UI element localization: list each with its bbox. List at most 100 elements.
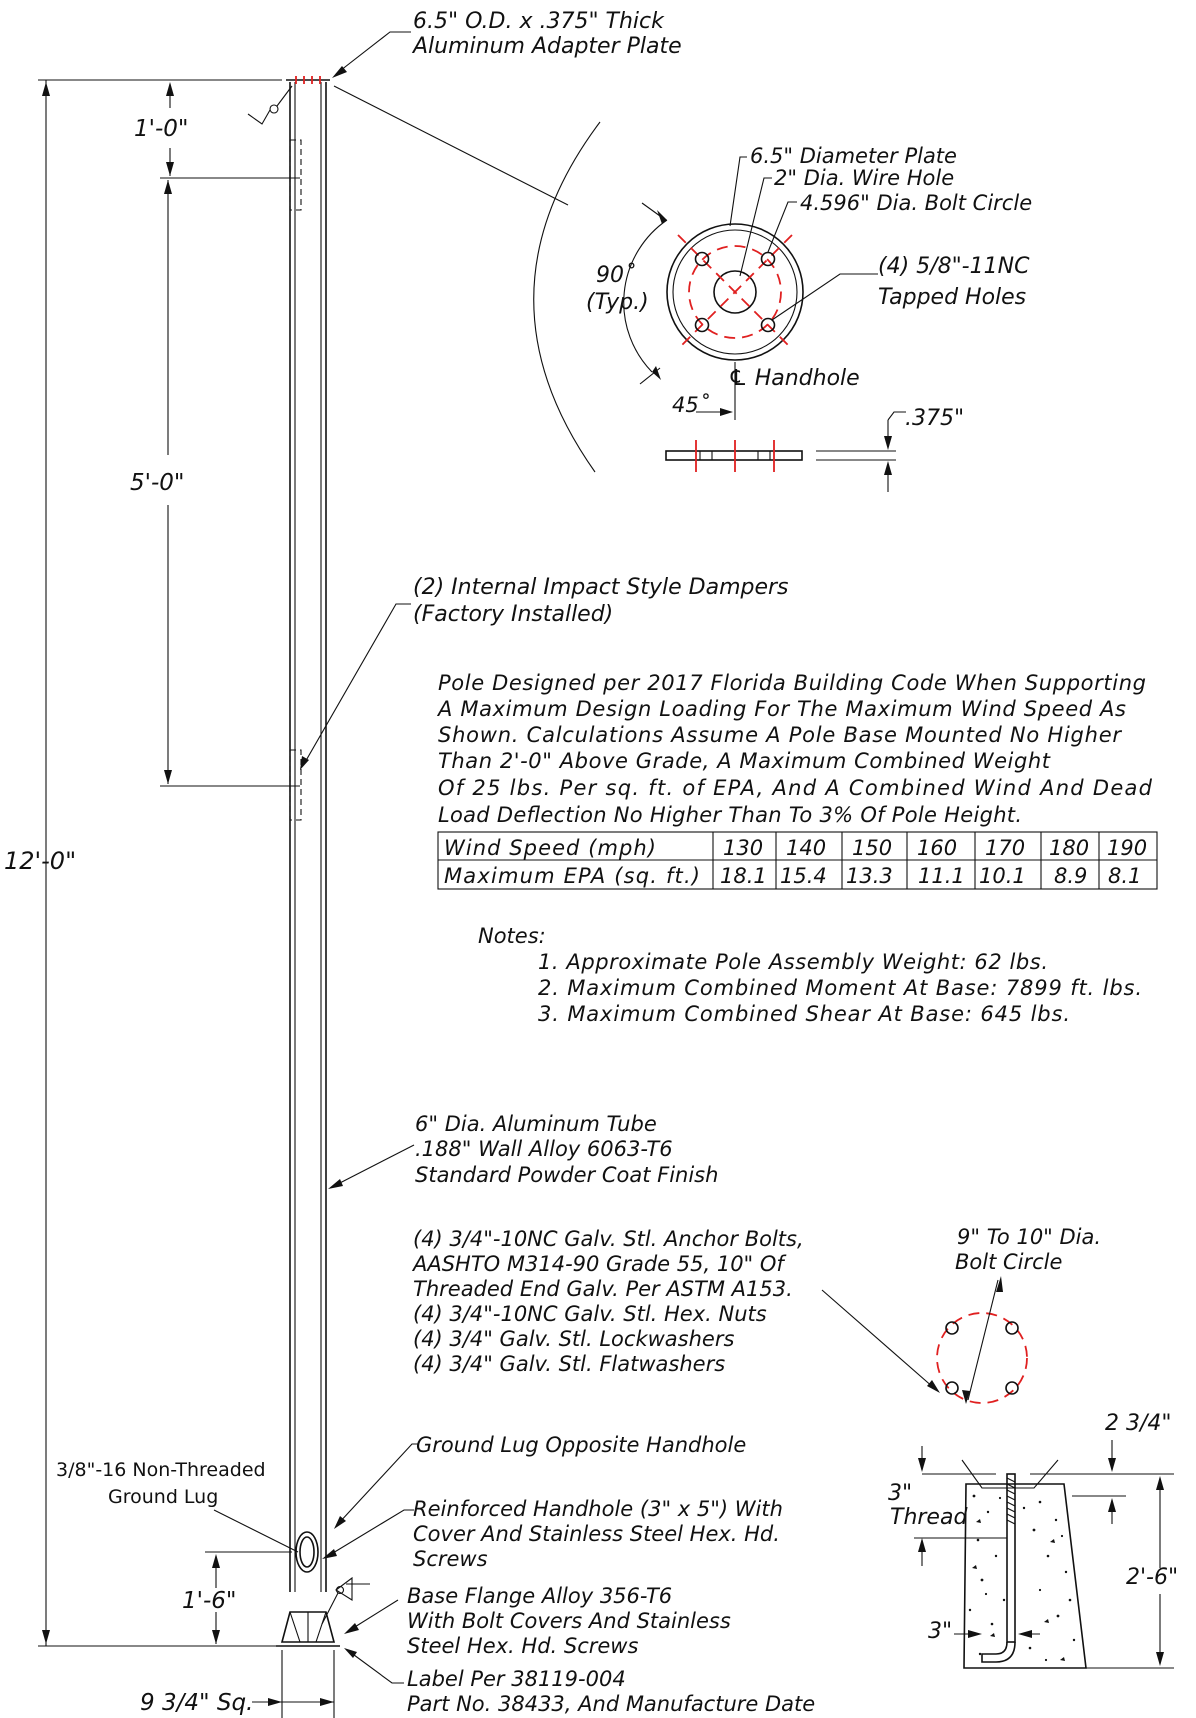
tube-label-line3: Standard Powder Coat Finish	[415, 1163, 718, 1187]
anchor-bolts-line4: (4) 3/4"-10NC Galv. Stl. Hex. Nuts	[413, 1302, 767, 1326]
adapter-plate-top	[286, 76, 330, 84]
dimension-handhole-height: 1'-6"	[182, 1551, 292, 1644]
adapter-plate-label-line2: Aluminum Adapter Plate	[411, 34, 682, 59]
handhole-callout: Reinforced Handhole (3" x 5") With Cover…	[322, 1497, 783, 1571]
design-line-1: Pole Designed per 2017 Florida Building …	[438, 671, 1146, 695]
anchor-bolts-line6: (4) 3/4" Galv. Stl. Flatwashers	[413, 1352, 725, 1376]
table-cell: 15.4	[780, 864, 827, 888]
label-per-line1: Label Per 38119-004	[407, 1667, 626, 1691]
base-flange-callout: Base Flange Alloy 356-T6 With Bolt Cover…	[344, 1584, 731, 1658]
plate-detail: 6.5" Diameter Plate 2" Dia. Wire Hole 4.…	[533, 121, 1032, 473]
tapped-holes-label-line1: (4) 5/8"-11NC	[878, 254, 1030, 279]
angle-45-label: 45˚	[672, 393, 710, 417]
bolt-circle-label: 4.596" Dia. Bolt Circle	[800, 191, 1032, 215]
ground-lug-label-line2: Ground Lug	[108, 1486, 218, 1508]
anchor-bolt	[981, 1473, 1016, 1663]
bolt-circle-detail: 9" To 10" Dia. Bolt Circle	[936, 1225, 1101, 1404]
notes-title: Notes:	[478, 924, 546, 948]
table-row: Maximum EPA (sq. ft.) 18.1 15.4 13.3 11.…	[444, 864, 1141, 888]
table-cell: 140	[786, 836, 826, 860]
weld-symbol-base	[321, 1576, 370, 1625]
tapped-holes-label-line2: Tapped Holes	[878, 285, 1026, 310]
top-offset-label: 1'-0"	[134, 116, 188, 142]
base-square-label: 9 3/4" Sq.	[140, 1690, 253, 1716]
label-per-line2: Part No. 38433, And Manufacture Date	[407, 1692, 815, 1716]
centerline-handhole-label: ℄ Handhole	[728, 366, 860, 391]
note-item: 3. Maximum Combined Shear At Base: 645 l…	[538, 1002, 1070, 1026]
note-item: 2. Maximum Combined Moment At Base: 7899…	[538, 976, 1142, 1000]
ground-lug-callout: 3/8"-16 Non-Threaded Ground Lug	[56, 1459, 299, 1553]
table-cell: 8.1	[1108, 864, 1141, 888]
ground-lug-opposite-label: Ground Lug Opposite Handhole	[416, 1433, 746, 1457]
table-cell: 180	[1049, 836, 1089, 860]
table-cell: 18.1	[720, 864, 767, 888]
handhole-label-line2: Cover And Stainless Steel Hex. Hd.	[413, 1522, 780, 1546]
depth-label: 2'-6"	[1126, 1565, 1178, 1590]
design-line-4: Than 2'-0" Above Grade, A Maximum Combin…	[438, 749, 1051, 773]
ground-lug-opposite-callout: Ground Lug Opposite Handhole	[334, 1433, 746, 1529]
handhole-height-label: 1'-6"	[182, 1588, 236, 1614]
base-flange-line1: Base Flange Alloy 356-T6	[407, 1584, 672, 1608]
tube-label-line1: 6" Dia. Aluminum Tube	[415, 1112, 657, 1136]
design-line-2: A Maximum Design Loading For The Maximum…	[436, 697, 1126, 721]
epa-table: Wind Speed (mph) 130 140 150 160 170 180…	[437, 831, 1158, 890]
thread-word-label: Thread	[890, 1505, 968, 1530]
anchor-bolts-line5: (4) 3/4" Galv. Stl. Lockwashers	[413, 1327, 734, 1351]
table-cell: 13.3	[846, 864, 893, 888]
table-cell: 190	[1107, 836, 1147, 860]
dampers-label-line2: (Factory Installed)	[413, 602, 613, 627]
table-row: Wind Speed (mph) 130 140 150 160 170 180…	[444, 836, 1147, 860]
projection-label: 2 3/4"	[1105, 1411, 1172, 1436]
label-per-callout: Label Per 38119-004 Part No. 38433, And …	[344, 1648, 815, 1716]
handhole	[295, 1531, 319, 1573]
note-item: 1. Approximate Pole Assembly Weight: 62 …	[538, 950, 1048, 974]
anchor-bolts-callout: (4) 3/4"-10NC Galv. Stl. Anchor Bolts, A…	[411, 1227, 940, 1393]
foundation-detail: 2 3/4" 2'-6" 3" Thread 3"	[888, 1411, 1178, 1669]
dimension-top-offset: 1'-0"	[134, 82, 300, 179]
dimension-overall-height: 12'-0"	[4, 79, 282, 1647]
damper-spacing-label: 5'-0"	[130, 470, 184, 496]
base-flange-line3: Steel Hex. Hd. Screws	[407, 1634, 638, 1658]
design-line-3: Shown. Calculations Assume A Pole Base M…	[438, 723, 1122, 747]
tube-callout: 6" Dia. Aluminum Tube .188" Wall Alloy 6…	[328, 1112, 718, 1189]
base-flange-line2: With Bolt Covers And Stainless	[407, 1609, 731, 1633]
table-cell: 160	[917, 836, 957, 860]
anchor-bolts-line2: AASHTO M314-90 Grade 55, 10" Of	[411, 1252, 787, 1276]
dimension-damper-spacing: 5'-0"	[130, 180, 300, 787]
diameter-plate-label: 6.5" Diameter Plate	[750, 144, 957, 168]
table-cell: 130	[723, 836, 763, 860]
notes: Notes: 1. Approximate Pole Assembly Weig…	[478, 924, 1142, 1026]
angle-typ-label: (Typ.)	[586, 290, 649, 315]
ground-lug-label-line1: 3/8"-16 Non-Threaded	[56, 1459, 266, 1481]
adapter-plate-label-line1: 6.5" O.D. x .375" Thick	[413, 9, 665, 34]
weld-symbol-top	[247, 85, 293, 125]
concrete-stipple	[968, 1494, 1076, 1662]
table-cell: 8.9	[1054, 864, 1087, 888]
bolt-circle-dia-line2: Bolt Circle	[955, 1250, 1062, 1274]
max-epa-header: Maximum EPA (sq. ft.)	[444, 864, 700, 888]
table-cell: 170	[985, 836, 1025, 860]
design-paragraph: Pole Designed per 2017 Florida Building …	[436, 671, 1153, 827]
table-cell: 10.1	[979, 864, 1026, 888]
base-flange	[276, 1611, 340, 1647]
design-line-6: Load Deflection No Higher Than To 3% Of …	[438, 803, 1022, 827]
tube-label-line2: .188" Wall Alloy 6063-T6	[415, 1137, 673, 1161]
dampers-label-line1: (2) Internal Impact Style Dampers	[413, 575, 789, 600]
damper-lower	[289, 749, 302, 821]
adapter-plate-callout: 6.5" O.D. x .375" Thick Aluminum Adapter…	[332, 9, 682, 206]
dampers-callout: (2) Internal Impact Style Dampers (Facto…	[300, 575, 789, 770]
design-line-5: Of 25 lbs. Per sq. ft. of EPA, And A Com…	[438, 776, 1153, 800]
anchor-bolts-line1: (4) 3/4"-10NC Galv. Stl. Anchor Bolts,	[413, 1227, 804, 1251]
thread-dim-label: 3"	[888, 1481, 912, 1506]
angle-90-label: 90˚	[596, 263, 635, 288]
dimension-base-square: 9 3/4" Sq.	[140, 1650, 335, 1718]
handhole-label-line1: Reinforced Handhole (3" x 5") With	[413, 1497, 783, 1521]
hook-label: 3"	[928, 1619, 952, 1644]
plate-thickness-label: .375"	[905, 406, 964, 431]
table-cell: 150	[852, 836, 892, 860]
wire-hole-label: 2" Dia. Wire Hole	[774, 166, 954, 190]
plate-section: .375"	[665, 406, 964, 492]
overall-height-label: 12'-0"	[4, 847, 76, 875]
pole-tube	[289, 82, 327, 1592]
